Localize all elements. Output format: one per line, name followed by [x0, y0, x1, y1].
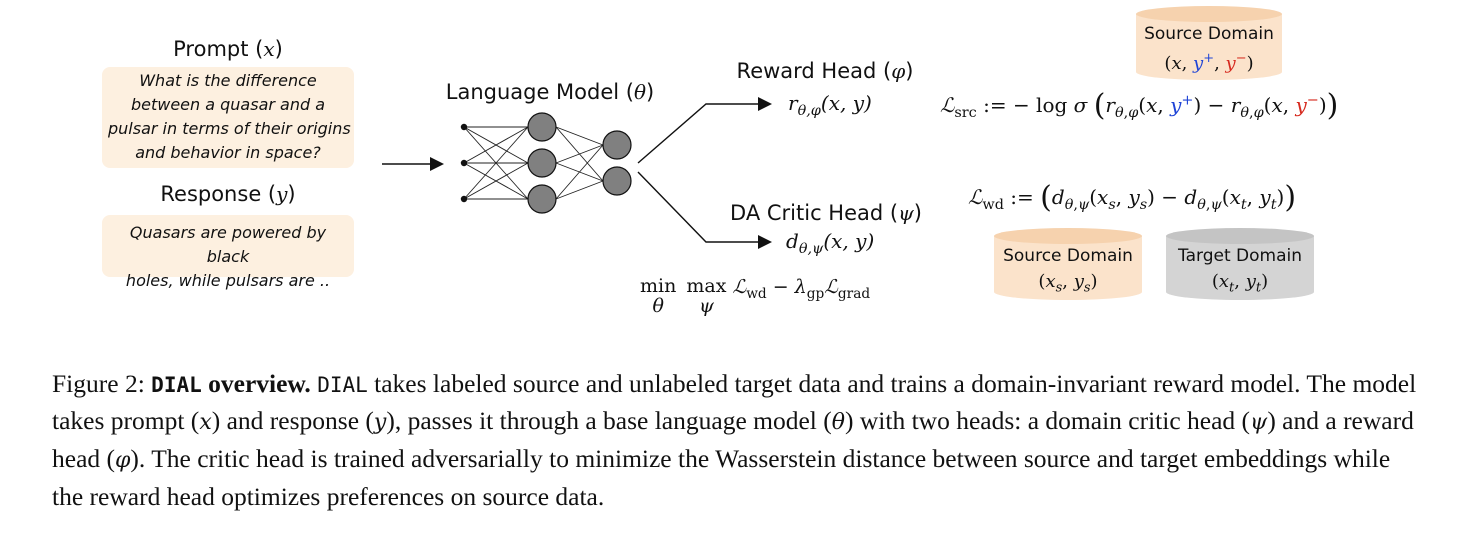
source-domain-bottom: Source Domain (xs, ys) — [994, 242, 1142, 298]
response-line: holes, while pulsars are .. — [125, 271, 331, 290]
reward-head-title: Reward Head (φ) — [736, 59, 914, 83]
caption-var-phi: φ — [115, 448, 131, 473]
figure-caption: Figure 2: DIAL overview. DIAL takes labe… — [52, 366, 1422, 515]
caption-text-4: ) with two heads: a domain critic head ( — [845, 406, 1251, 435]
target-domain-bottom-vars: (xt, yt) — [1211, 271, 1269, 296]
loss-src-equation: ℒsrc := − log σ (rθ,φ(x, y+) − rθ,φ(x, y… — [940, 88, 1339, 123]
prompt-title: Prompt (x) — [173, 37, 283, 61]
caption-text-1: takes labeled source and unlabeled targe… — [52, 369, 1417, 435]
prompt-text: What is the difference between a quasar … — [102, 67, 354, 168]
caption-var-y: y — [373, 410, 387, 435]
caption-name: DIAL — [317, 373, 368, 397]
reward-head-output: rθ,φ(x, y) — [788, 91, 872, 119]
caption-text-3: ), passes it through a base language mod… — [386, 406, 832, 435]
loss-wd-equation: ℒwd := (dθ,ψ(xs, ys) − dθ,ψ(xt, yt)) — [968, 180, 1297, 215]
input-arrow — [382, 157, 444, 171]
response-line: Quasars are powered by black — [129, 223, 327, 266]
source-domain-bottom-title: Source Domain — [1003, 246, 1133, 266]
input-nodes — [460, 123, 468, 203]
target-domain-bottom: Target Domain (xt, yt) — [1166, 242, 1314, 298]
target-bottom-cylinder-shape — [1166, 228, 1314, 300]
source-bottom-cylinder-shape — [994, 228, 1142, 300]
language-model-title: Language Model (θ) — [445, 80, 655, 104]
source-domain-top-title: Source Domain — [1144, 24, 1274, 44]
source-top-cylinder-shape — [1136, 6, 1282, 80]
caption-text-5: ) and a reward head ( — [52, 406, 1414, 473]
reward-branch-arrow — [637, 97, 772, 164]
caption-bold-name: DIAL — [151, 373, 202, 397]
prompt-line: and behavior in space? — [135, 143, 321, 162]
source-domain-top-vars: (x, y+, y−) — [1164, 51, 1254, 74]
prompt-line: What is the difference — [139, 71, 317, 90]
source-domain-bottom-vars: (xs, ys) — [1038, 271, 1098, 296]
caption-var-x: x — [199, 410, 212, 435]
response-title: Response (y) — [160, 182, 296, 206]
critic-head-title: DA Critic Head (ψ) — [730, 201, 922, 225]
target-domain-bottom-title: Target Domain — [1178, 246, 1302, 266]
caption-text-6: ). The critic head is trained adversaria… — [52, 444, 1391, 511]
prompt-line: between a quasar and a — [130, 95, 326, 114]
network-edges — [463, 126, 604, 200]
response-text: Quasars are powered by black holes, whil… — [102, 215, 354, 290]
caption-var-psi: ψ — [1250, 410, 1268, 435]
caption-var-theta: θ — [831, 410, 845, 435]
prompt-line: pulsar in terms of their origins — [108, 119, 351, 138]
critic-head-output: dθ,ψ(x, y) — [786, 229, 875, 257]
caption-text-2: ) and response ( — [211, 406, 374, 435]
source-domain-top: Source Domain (x, y+, y−) — [1136, 20, 1282, 76]
critic-branch-arrow — [637, 171, 772, 249]
caption-figure-number: Figure 2: — [52, 369, 145, 398]
hidden-nodes — [527, 112, 632, 214]
caption-bold-rest: overview. — [201, 369, 311, 398]
